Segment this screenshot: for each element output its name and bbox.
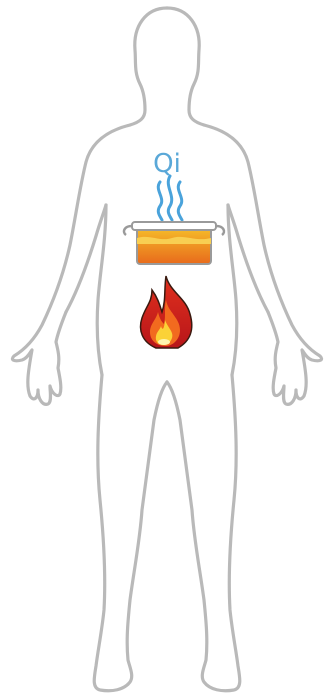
human-body-outline-icon	[12, 8, 321, 691]
qi-label: Qi	[153, 149, 181, 179]
fire-icon	[141, 276, 192, 348]
cooking-pot-icon	[124, 222, 224, 264]
steam-icon	[158, 176, 182, 220]
